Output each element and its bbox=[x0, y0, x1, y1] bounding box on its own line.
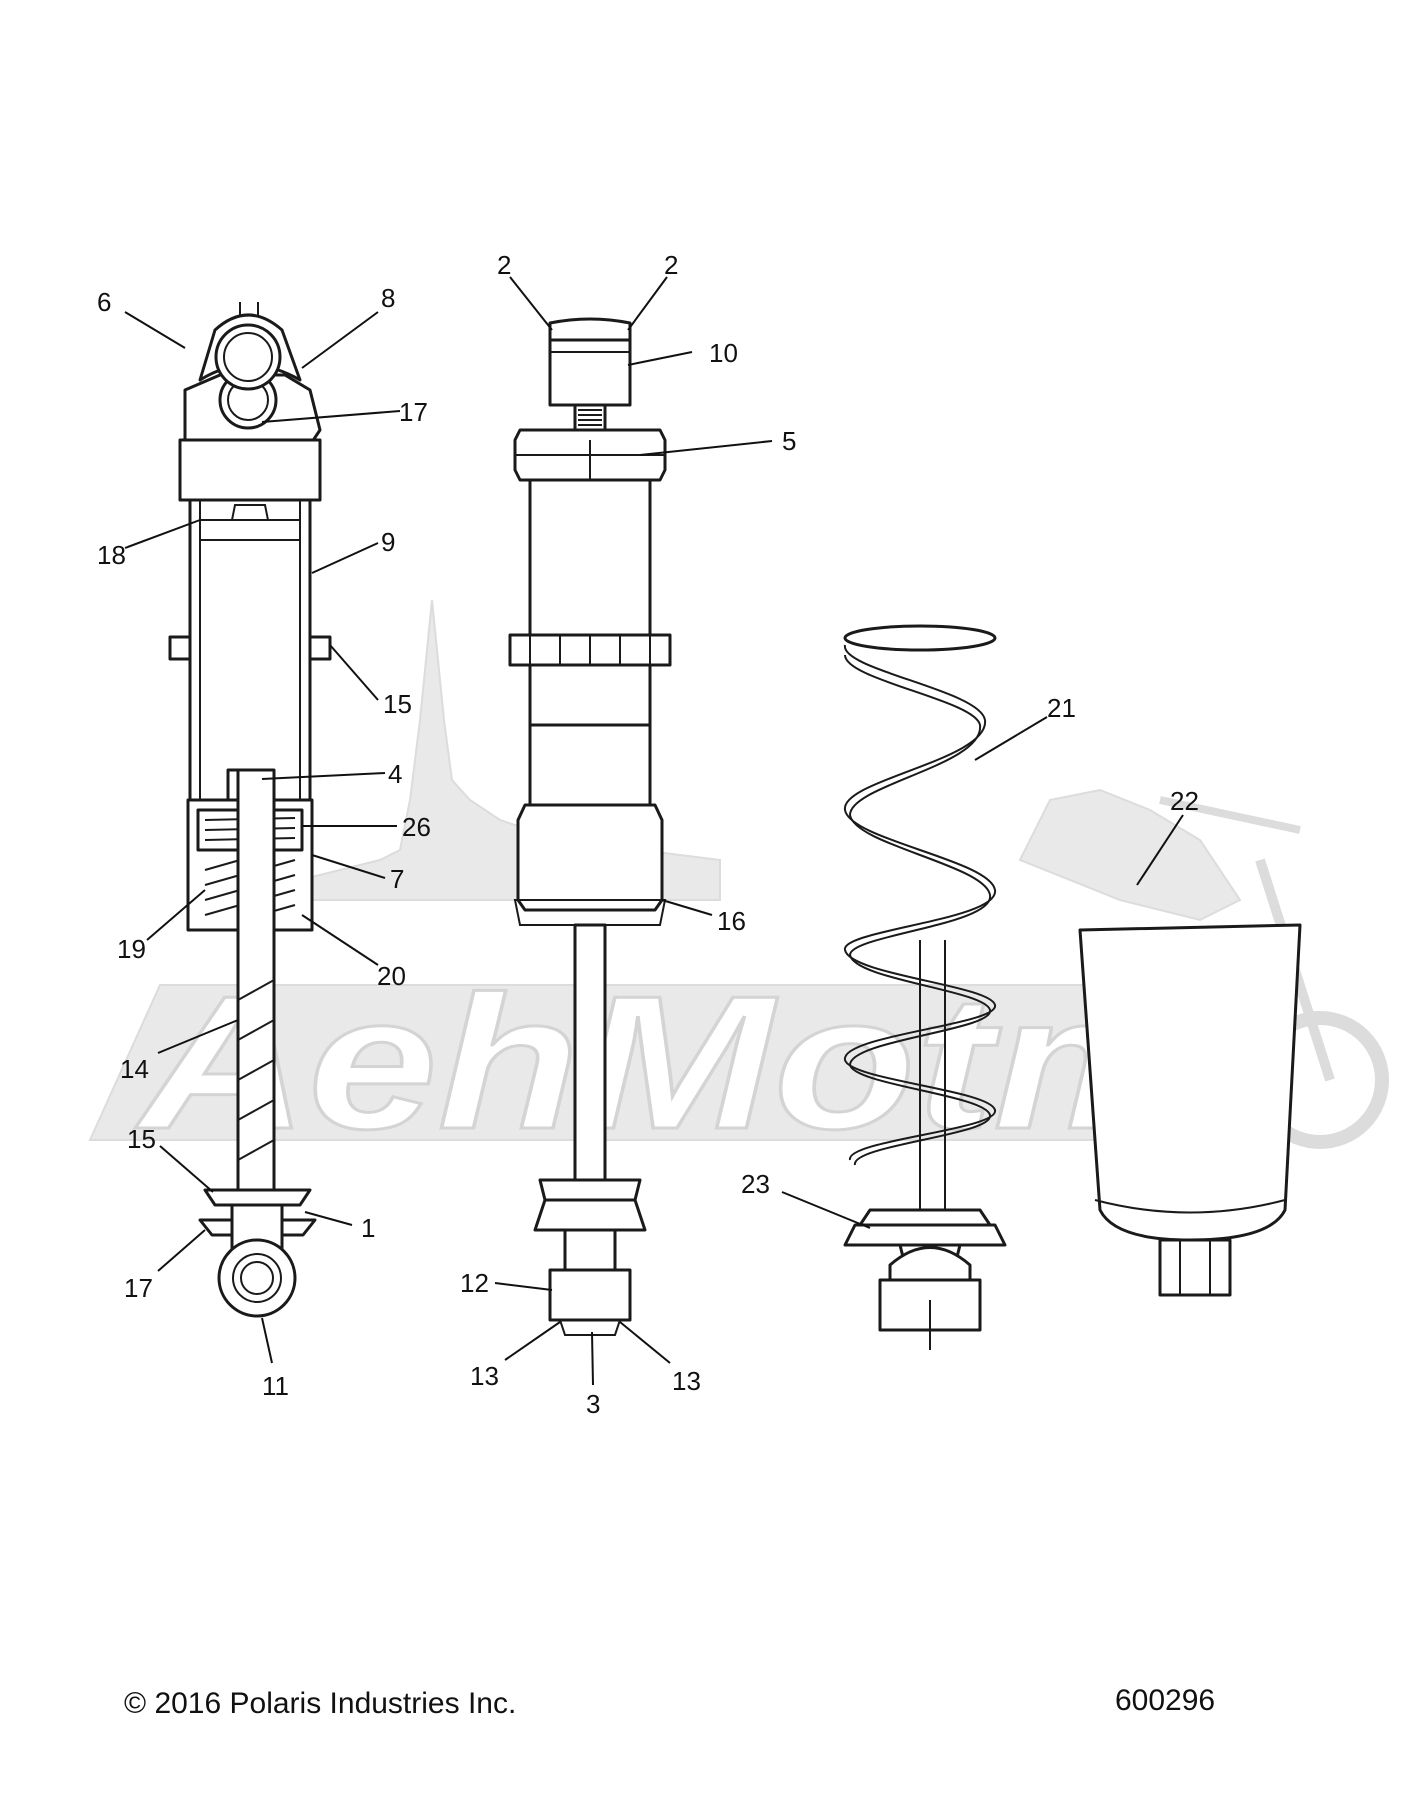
callout-23: 21 bbox=[1047, 693, 1076, 723]
callout-22: 20 bbox=[377, 961, 406, 991]
callout-6: 6 bbox=[97, 287, 111, 317]
callout-3: 3 bbox=[586, 1389, 600, 1419]
coil-spring bbox=[843, 624, 1007, 1350]
diagram-number: 600296 bbox=[1115, 1684, 1215, 1717]
callout-13b: 13 bbox=[672, 1366, 701, 1396]
callout-15: 15 bbox=[127, 1124, 156, 1154]
callout-14: 14 bbox=[120, 1054, 149, 1084]
callout-10: 10 bbox=[709, 338, 738, 368]
callout-13a: 13 bbox=[470, 1361, 499, 1391]
leader-lines bbox=[124, 276, 1184, 1386]
callout-25: 23 bbox=[741, 1169, 770, 1199]
middle-shock-exterior bbox=[508, 317, 672, 1336]
callout-9: 9 bbox=[381, 527, 395, 557]
callout-24: 22 bbox=[1170, 786, 1199, 816]
left-shock-cutaway bbox=[168, 302, 332, 1318]
callout-1: 1 bbox=[361, 1213, 375, 1243]
callout-8: 8 bbox=[381, 283, 395, 313]
callout-26: 26 bbox=[402, 812, 431, 842]
callout-20: 18 bbox=[97, 540, 126, 570]
callout-16: 15 bbox=[383, 689, 412, 719]
shock-boot bbox=[1078, 923, 1302, 1297]
callout-11: 11 bbox=[262, 1371, 289, 1401]
callout-12: 12 bbox=[460, 1268, 489, 1298]
callout-7: 7 bbox=[390, 864, 404, 894]
callout-18: 17 bbox=[124, 1273, 153, 1303]
callout-2a: 2 bbox=[497, 250, 511, 280]
callout-19: 17 bbox=[399, 397, 428, 427]
watermark-text: AehMotm bbox=[135, 957, 1200, 1169]
callout-labels: 8 17 6 18 9 15 4 26 7 19 20 14 15 1 17 1… bbox=[97, 250, 1199, 1419]
copyright-text: © 2016 Polaris Industries Inc. bbox=[124, 1687, 516, 1720]
callout-21: 19 bbox=[117, 934, 146, 964]
callout-4: 4 bbox=[388, 759, 402, 789]
callout-2b: 2 bbox=[664, 250, 678, 280]
callout-17: 16 bbox=[717, 906, 746, 936]
callout-5: 5 bbox=[782, 426, 796, 456]
watermark: AehMotm bbox=[88, 599, 1389, 1171]
